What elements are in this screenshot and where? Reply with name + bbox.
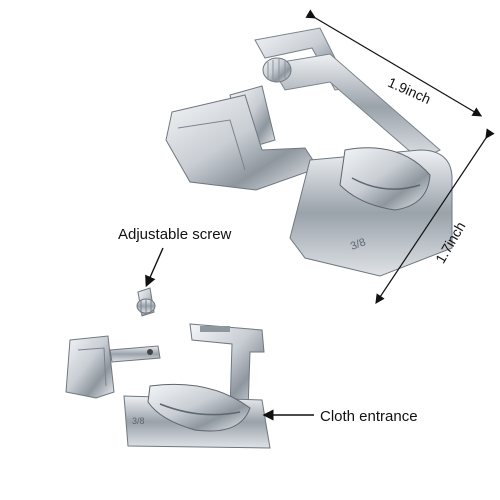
height-dimension	[375, 128, 495, 304]
small-presser-foot: 3/8	[65, 323, 271, 449]
width-dimension	[305, 9, 483, 117]
cloth-entrance-label: Cloth entrance	[320, 408, 418, 425]
stamp-text: 3/8	[349, 236, 367, 253]
arrow-icon	[145, 247, 164, 288]
stamp-text-small: 3/8	[132, 416, 145, 426]
adjustable-screw-label: Adjustable screw	[118, 226, 232, 243]
screw-icon	[136, 287, 156, 317]
